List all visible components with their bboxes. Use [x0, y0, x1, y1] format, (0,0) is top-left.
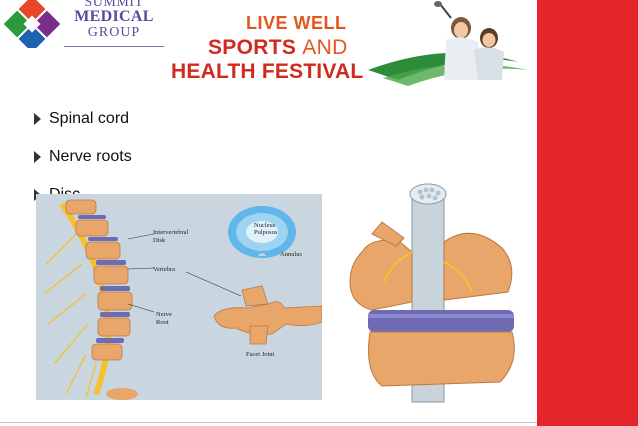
label-intervertebral: Intervertebral — [153, 229, 189, 236]
banner-line-sports-and: SPORTS AND — [208, 37, 348, 58]
slide-bottom-rule — [0, 422, 537, 423]
bullet-arrow-icon — [34, 113, 41, 125]
summit-medical-logo: SUMMIT MEDICAL GROUP — [0, 0, 164, 53]
logo-diamond-icon — [3, 0, 61, 53]
bullet-item: Spinal cord — [34, 100, 132, 138]
bullet-item: Nerve roots — [34, 138, 132, 176]
family-photo-icon — [434, 1, 504, 80]
spine-diagram-svg: Intervertebral Disk Vertebra Nerve Root … — [43, 199, 323, 400]
label-nucleus: Nucleus — [254, 222, 276, 229]
festival-banner: LIVE WELL SPORTS AND HEALTH FESTIVAL — [168, 0, 536, 90]
facet-joint-illustration — [213, 285, 323, 345]
banner-word-sports: SPORTS — [208, 36, 297, 59]
vertebra-spinal-cord-illustration — [342, 182, 522, 404]
bullet-arrow-icon — [34, 151, 41, 163]
logo-line-medical: MEDICAL — [74, 8, 154, 25]
banner-line-health-festival: HEALTH FESTIVAL — [171, 60, 364, 83]
label-disk: Disk — [153, 237, 166, 244]
label-pulposus: Pulposus — [254, 229, 278, 236]
spine-column-illustration — [43, 199, 138, 400]
label-annulus: Annulus — [280, 251, 303, 258]
bullet-text: Spinal cord — [49, 110, 130, 127]
logo-line-group: GROUP — [87, 25, 141, 40]
banner-line-live-well: LIVE WELL — [246, 13, 347, 33]
logo-underline — [64, 46, 164, 47]
logo-line-summit: SUMMIT — [84, 0, 144, 10]
spine-anatomy-diagram: Intervertebral Disk Vertebra Nerve Root … — [36, 194, 323, 400]
label-nerve: Nerve — [156, 311, 172, 318]
label-facet-joint: Facet Joint — [246, 351, 275, 358]
label-vertebra: Vertebra — [153, 266, 175, 273]
label-root: Root — [156, 319, 169, 326]
accent-sidebar — [537, 0, 638, 426]
banner-illustration — [368, 1, 528, 86]
bullet-text: Nerve roots — [49, 148, 132, 165]
disc-cross-section-illustration — [228, 206, 296, 258]
banner-word-and: AND — [302, 36, 348, 59]
bullet-list: Spinal cord Nerve roots Disc — [34, 100, 132, 214]
vertebra-svg — [349, 183, 515, 403]
